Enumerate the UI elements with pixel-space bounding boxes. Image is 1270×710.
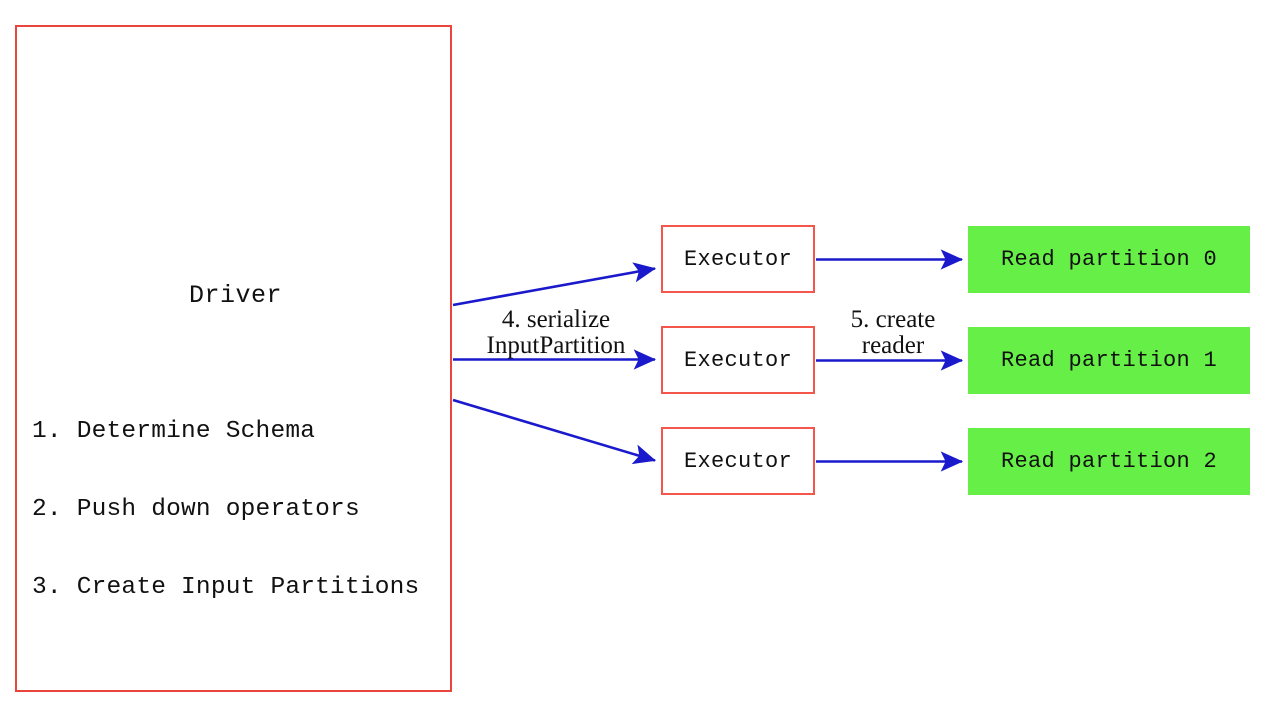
edge-label-serialize-line-2: InputPartition <box>486 332 626 359</box>
partition-label-0: Read partition 0 <box>1000 247 1218 272</box>
executor-label-2: Executor <box>683 448 793 474</box>
executor-box-0: Executor <box>661 225 815 293</box>
edge-label-create-reader: 5. create reader <box>823 307 963 359</box>
executor-label-1: Executor <box>683 347 793 373</box>
edge-label-serialize: 4. serialize InputPartition <box>456 307 656 359</box>
partition-label-1: Read partition 1 <box>1000 348 1218 373</box>
partition-box-2: Read partition 2 <box>968 428 1250 495</box>
edge-label-serialize-line-1: 4. serialize <box>501 306 611 333</box>
driver-box: Driver 1. Determine Schema 2. Push down … <box>15 25 452 692</box>
edge-label-create-line-1: 5. create <box>850 306 936 333</box>
driver-step-1: 1. Determine Schema <box>32 418 316 445</box>
partition-label-2: Read partition 2 <box>1000 449 1218 474</box>
partition-box-0: Read partition 0 <box>968 226 1250 293</box>
driver-title: Driver <box>188 281 282 310</box>
driver-step-2: 2. Push down operators <box>32 496 360 523</box>
executor-box-1: Executor <box>661 326 815 394</box>
arrow-driver-to-executor-2 <box>452 398 656 465</box>
executor-box-2: Executor <box>661 427 815 495</box>
driver-step-3: 3. Create Input Partitions <box>32 574 420 601</box>
partition-box-1: Read partition 1 <box>968 327 1250 394</box>
edge-label-create-line-2: reader <box>861 332 925 359</box>
driver-steps-list: 1. Determine Schema 2. Push down operato… <box>32 367 419 653</box>
arrow-driver-to-executor-0 <box>452 262 657 307</box>
executor-label-0: Executor <box>683 246 793 272</box>
